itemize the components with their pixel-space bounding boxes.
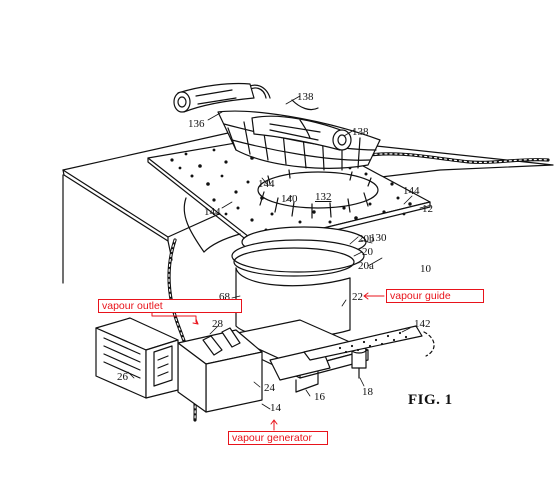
ref-22: 22 xyxy=(352,291,363,303)
ref-140: 140 xyxy=(281,193,298,205)
ref-12: 12 xyxy=(422,203,433,215)
ref-26: 26 xyxy=(117,371,128,383)
fan-housing xyxy=(95,317,179,399)
vapour-generator-box xyxy=(177,327,263,413)
ref-144-left: 144 xyxy=(204,206,221,218)
ref-10: 10 xyxy=(420,263,431,275)
ref-20b: 20b xyxy=(358,233,375,245)
rope-cord xyxy=(358,152,550,164)
ref-24: 24 xyxy=(264,382,275,394)
ref-142: 142 xyxy=(414,318,431,330)
motor xyxy=(351,346,367,379)
ref-68: 68 xyxy=(219,291,230,303)
ref-14: 14 xyxy=(270,402,281,414)
figure-label: FIG. 1 xyxy=(408,392,453,408)
ref-138-top: 138 xyxy=(297,91,314,103)
callout-vapour-guide: vapour guide xyxy=(386,289,484,303)
ref-28: 28 xyxy=(212,318,223,330)
fan-plate xyxy=(303,325,435,361)
liner xyxy=(183,197,241,253)
leader-lines xyxy=(127,95,429,410)
callout-vapour-outlet: vapour outlet xyxy=(98,299,242,313)
ref-16: 16 xyxy=(314,391,325,403)
ref-144-center: 144 xyxy=(258,178,275,190)
annotation-arrows xyxy=(151,292,385,431)
ref-20a: 20a xyxy=(358,260,374,272)
ref-144-right: 144 xyxy=(403,185,420,197)
logs xyxy=(173,82,352,151)
ref-138-right: 138 xyxy=(352,126,369,138)
ref-136: 136 xyxy=(188,118,205,130)
ref-18: 18 xyxy=(362,386,373,398)
ref-20: 20 xyxy=(362,246,373,258)
ref-130: 130 xyxy=(370,232,387,244)
ref-132: 132 xyxy=(315,191,332,203)
callout-vapour-generator: vapour generator xyxy=(228,431,328,445)
